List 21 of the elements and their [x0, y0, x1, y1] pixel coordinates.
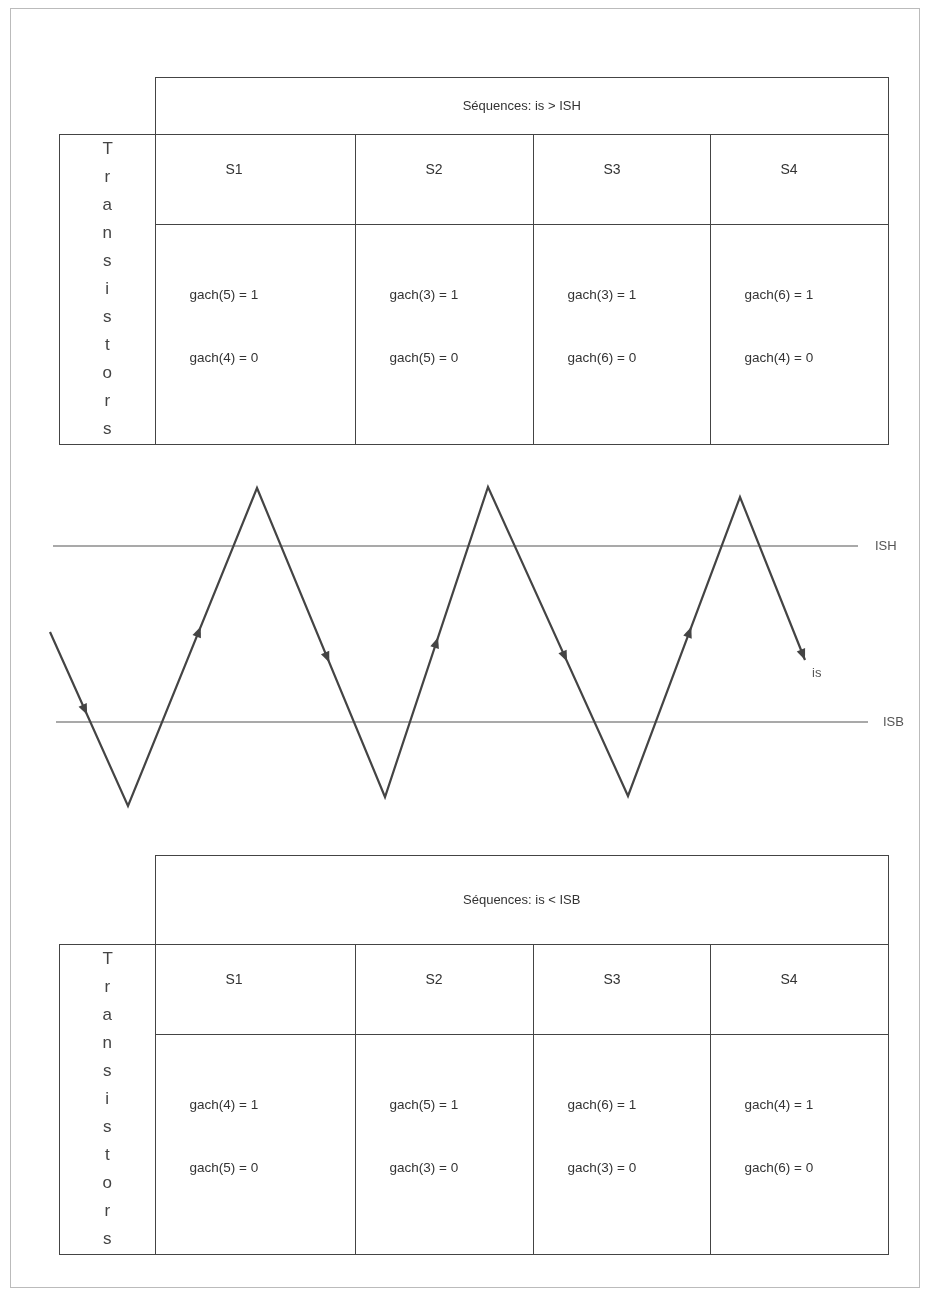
cell-text: gach(3) = 1: [389, 286, 459, 302]
table-header: Séquences: is > ISH: [154, 76, 889, 135]
signal-label: is: [812, 665, 822, 680]
cell-text: gach(3) = 1: [567, 286, 637, 302]
cell-text: gach(4) = 1: [744, 1096, 814, 1112]
cell-text: gach(5) = 1: [389, 1096, 459, 1112]
table-header: Séquences: is < ISB: [154, 854, 889, 945]
threshold-label: ISH: [875, 538, 897, 553]
cell-text: gach(4) = 1: [189, 1096, 259, 1112]
cell-text: gach(4) = 0: [744, 349, 814, 365]
cell-text: gach(6) = 0: [567, 349, 637, 365]
cell-text: gach(4) = 0: [189, 349, 259, 365]
cell-text: gach(6) = 1: [567, 1096, 637, 1112]
cell-text: gach(3) = 0: [389, 1159, 459, 1175]
cell-text: gach(6) = 0: [744, 1159, 814, 1175]
threshold-label: ISB: [883, 714, 904, 729]
cell-text: gach(6) = 1: [744, 286, 814, 302]
cell-text: gach(3) = 0: [567, 1159, 637, 1175]
cell-text: gach(5) = 1: [189, 286, 259, 302]
cell-text: gach(5) = 0: [189, 1159, 259, 1175]
cell-text: gach(5) = 0: [389, 349, 459, 365]
